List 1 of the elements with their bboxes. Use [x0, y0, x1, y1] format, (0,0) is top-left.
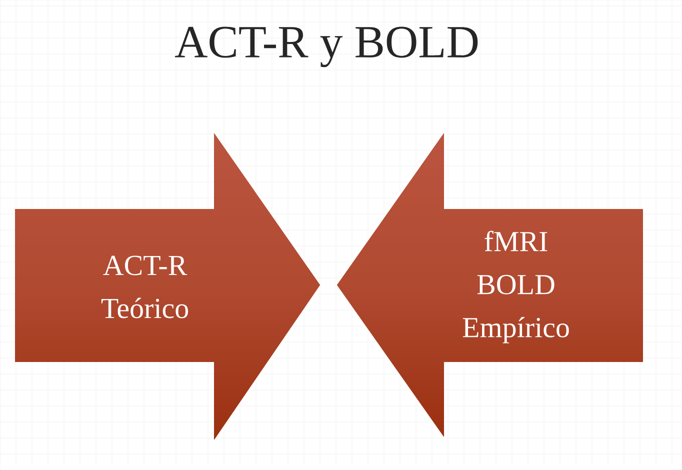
title: ACT-R y BOLD [174, 26, 478, 68]
